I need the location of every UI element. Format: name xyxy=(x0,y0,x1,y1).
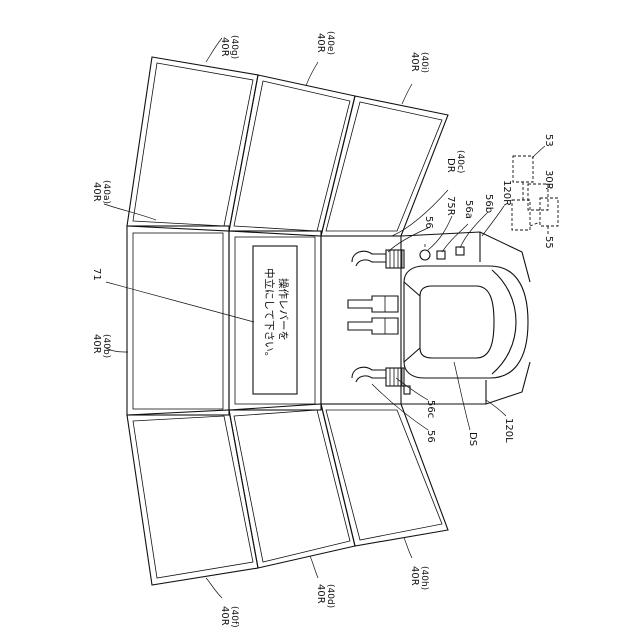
label-75r: 75R xyxy=(445,196,456,216)
panel-40b xyxy=(127,226,229,415)
label-56a: 56a xyxy=(463,200,474,219)
label-40i-sub: (40i) xyxy=(419,52,429,73)
screen-message-line-2: 中立にして下さい。 xyxy=(263,268,276,362)
label-40f-ref: 40R xyxy=(219,606,230,626)
label-53: 53 xyxy=(543,134,554,147)
panel-40d xyxy=(229,404,355,568)
panel-40h xyxy=(321,404,448,546)
operation-lever-top xyxy=(352,250,404,268)
label-40f-sub: (40f) xyxy=(229,606,239,628)
label-dr-ref: DR xyxy=(445,158,456,173)
label-40h-sub: (40h) xyxy=(419,566,429,590)
label-ds: DS xyxy=(467,432,478,446)
operator-seat xyxy=(404,266,528,378)
label-56-top: 56 xyxy=(423,216,434,229)
label-40i-ref: 40R xyxy=(409,52,420,72)
operator-console xyxy=(401,232,530,404)
screen-message-line-1: 操作レバーを xyxy=(277,278,290,341)
label-40g-ref: 40R xyxy=(219,37,230,57)
label-40g-sub: (40g) xyxy=(229,35,239,59)
label-40b-ref: 40R xyxy=(91,334,102,354)
label-40a-sub: (40a) xyxy=(101,180,111,204)
operation-lever-bottom xyxy=(352,367,404,386)
panel-40c xyxy=(321,236,404,404)
label-40b-sub: (40b) xyxy=(101,334,111,358)
label-56-bottom: 56 xyxy=(425,430,436,443)
switch-56b xyxy=(456,247,464,255)
label-40e-sub: (40e) xyxy=(325,31,335,55)
switch-56c xyxy=(404,386,410,394)
label-56c: 56c xyxy=(425,400,436,418)
panel-40i xyxy=(321,96,448,236)
label-56b: 56b xyxy=(483,194,494,213)
label-30r: 30R xyxy=(543,170,554,190)
leader-lines xyxy=(104,38,545,598)
switch-56a xyxy=(437,251,445,259)
labels: 40R (40g) 40R (40e) 40R (40i) 40R (40a) … xyxy=(91,31,554,628)
label-dr-sub: (40c) xyxy=(455,150,465,173)
label-40h-ref: 40R xyxy=(409,566,420,586)
label-71: 71 xyxy=(91,268,102,281)
label-55: 55 xyxy=(543,236,554,249)
label-120l: 120L xyxy=(503,418,514,443)
panel-40e xyxy=(229,75,355,236)
controller-blocks xyxy=(512,156,558,236)
travel-pedals xyxy=(348,296,398,334)
label-40d-sub: (40d) xyxy=(325,584,335,608)
switch-75r xyxy=(420,244,430,260)
label-120r: 120R xyxy=(501,180,512,206)
label-40a-ref: 40R xyxy=(91,182,102,202)
label-40e-ref: 40R xyxy=(315,33,326,53)
label-40d-ref: 40R xyxy=(315,584,326,604)
